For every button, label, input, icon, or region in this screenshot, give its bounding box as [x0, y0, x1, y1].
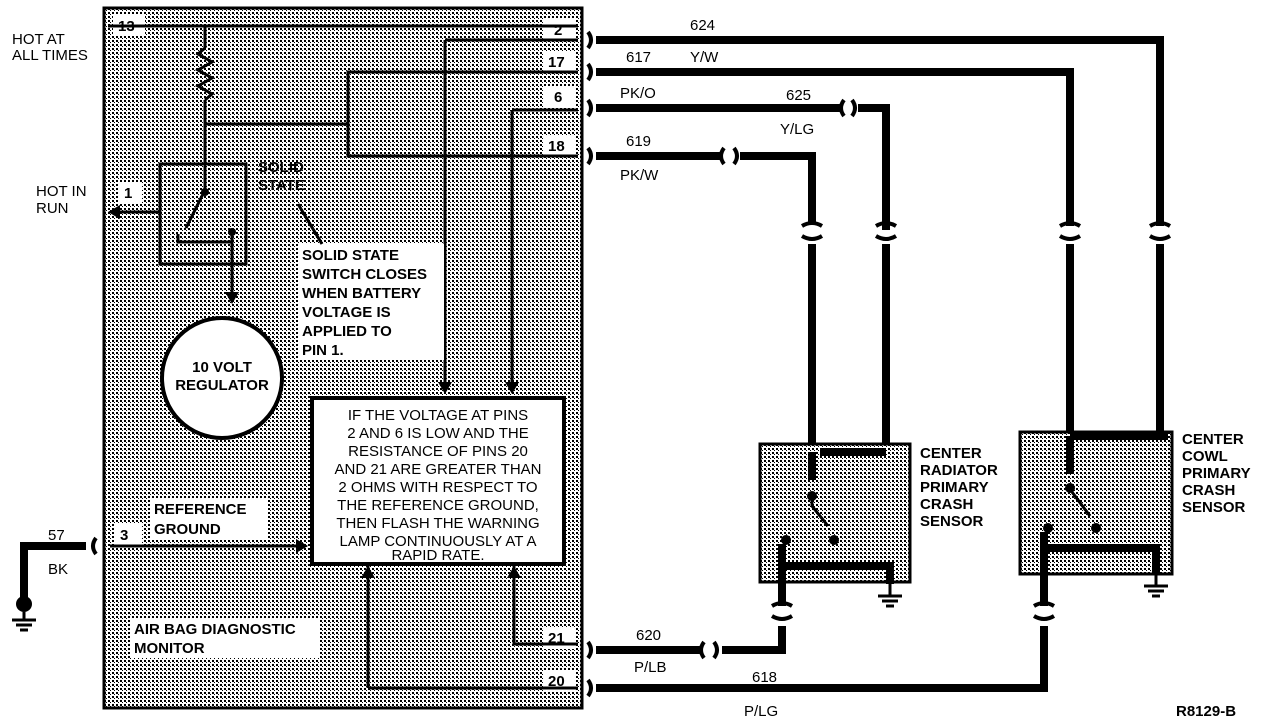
regulator-label-2: REGULATOR [175, 377, 269, 394]
logic-note-line: RAPID RATE. [391, 547, 484, 564]
radiator-sensor-label: CENTER RADIATOR PRIMARY CRASH SENSOR [920, 445, 998, 530]
switch-note-box [298, 244, 444, 360]
switch-note-pointer [296, 203, 324, 245]
module-title-line-1: AIR BAG DIAGNOSTIC [134, 621, 296, 638]
hot-in-run-label-2: RUN [36, 200, 69, 217]
circuit-617-color-label: Y/W [690, 49, 719, 66]
cowl-sensor-label-line: CRASH [1182, 482, 1235, 499]
logic-note-line: LAMP CONTINUOUSLY AT A [339, 533, 536, 550]
circuit-624-label: 624 [690, 17, 715, 34]
logic-note-line: RESISTANCE OF PINS 20 [348, 443, 528, 460]
reference-code: R8129-B [1176, 703, 1236, 720]
logic-note-line: AND 21 ARE GREATER THAN [335, 461, 542, 478]
circuit-619-label: 619 [626, 133, 651, 150]
logic-note-line: THEN FLASH THE WARNING [336, 515, 539, 532]
pin-3-label: 3 [120, 527, 128, 544]
circuit-pko-color-label: PK/O [620, 85, 656, 102]
switch-note-line: SWITCH CLOSES [302, 266, 427, 283]
radiator-sensor-internals [778, 448, 894, 606]
regulator-label-1: 10 VOLT [192, 359, 252, 376]
circuit-617-label: 617 [626, 49, 651, 66]
hot-at-all-times-label-1: HOT AT [12, 31, 65, 48]
switch-note-line: PIN 1. [302, 342, 344, 359]
cowl-sensor-label: CENTER COWL PRIMARY CRASH SENSOR [1182, 431, 1251, 516]
switch-note-text: SOLID STATE SWITCH CLOSES WHEN BATTERY V… [302, 247, 427, 359]
hot-at-all-times-label-2: ALL TIMES [12, 47, 88, 64]
radiator-sensor-label-line: CRASH [920, 496, 973, 513]
circuit-57-label: 57 [48, 527, 65, 544]
pin-1-label: 1 [124, 185, 132, 202]
logic-note-box [310, 396, 566, 566]
cowl-sensor-label-line: PRIMARY [1182, 465, 1251, 482]
cowl-ground-symbol [1144, 574, 1168, 598]
circuit-57-color-label: BK [48, 561, 68, 578]
solid-state-label-2: STATE [258, 177, 305, 194]
reference-ground-wiring [110, 539, 578, 690]
switch-note-line: VOLTAGE IS [302, 304, 391, 321]
pin-17-label: 17 [548, 54, 565, 71]
chassis-ground-symbol [12, 596, 36, 632]
hot-in-run-label-1: HOT IN [36, 183, 87, 200]
logic-note-line: 2 AND 6 IS LOW AND THE [347, 425, 528, 442]
logic-note-line: THE REFERENCE GROUND, [337, 497, 539, 514]
cowl-sensor-label-line: COWL [1182, 448, 1228, 465]
pin-18-label: 18 [548, 138, 565, 155]
pin-2-label: 2 [554, 22, 562, 39]
external-wiring [20, 36, 1168, 692]
circuit-625-color-label: Y/LG [780, 121, 814, 138]
pin-6-label: 6 [554, 89, 562, 106]
logic-note-text: IF THE VOLTAGE AT PINS 2 AND 6 IS LOW AN… [335, 407, 542, 564]
radiator-sensor-label-line: RADIATOR [920, 462, 998, 479]
switch-note-line: WHEN BATTERY [302, 285, 421, 302]
switch-note-line: APPLIED TO [302, 323, 392, 340]
cowl-sensor-label-line: CENTER [1182, 431, 1244, 448]
pin-13-label: 13 [118, 18, 135, 35]
logic-note-line: 2 OHMS WITH RESPECT TO [338, 479, 537, 496]
reference-ground-label-1: REFERENCE [154, 501, 247, 518]
cowl-sensor-internals [1040, 432, 1168, 606]
internal-wiring [108, 24, 578, 394]
circuit-619-color-label: PK/W [620, 167, 659, 184]
module-title-line-2: MONITOR [134, 640, 205, 657]
radiator-sensor-label-line: CENTER [920, 445, 982, 462]
switch-note-line: SOLID STATE [302, 247, 399, 264]
radiator-ground-symbol [878, 584, 902, 608]
reference-ground-tag [150, 498, 268, 540]
cowl-sensor-label-line: SENSOR [1182, 499, 1246, 516]
radiator-sensor-label-line: PRIMARY [920, 479, 989, 496]
pin-20-label: 20 [548, 673, 565, 690]
circuit-620-label: 620 [636, 627, 661, 644]
circuit-620-color-label: P/LB [634, 659, 667, 676]
voltage-regulator [160, 316, 284, 440]
pin-21-label: 21 [548, 630, 565, 647]
module-title-tag [130, 618, 320, 658]
circuit-618-color-label: P/LG [744, 703, 778, 720]
circuit-618-label: 618 [752, 669, 777, 686]
radiator-sensor-label-line: SENSOR [920, 513, 984, 530]
solid-state-switch-internals [176, 166, 239, 304]
circuit-625-label: 625 [786, 87, 811, 104]
connectors [91, 30, 1172, 698]
logic-note-line: IF THE VOLTAGE AT PINS [348, 407, 528, 424]
solid-state-label-1: SOLID [258, 159, 304, 176]
reference-ground-label-2: GROUND [154, 521, 221, 538]
